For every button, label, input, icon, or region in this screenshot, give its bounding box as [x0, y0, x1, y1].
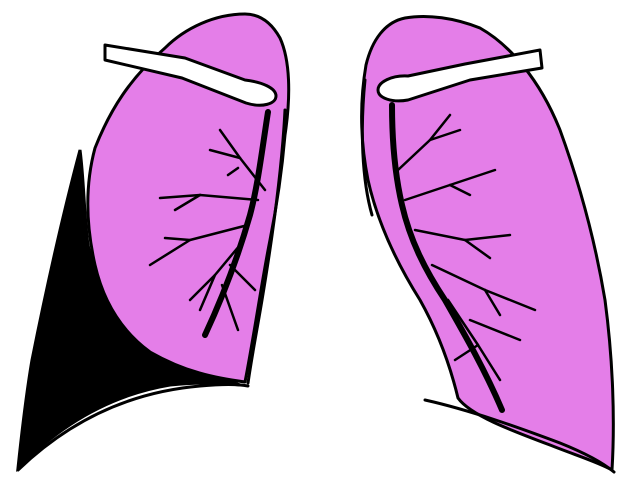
lung-illustration-canvas — [0, 0, 622, 499]
lungs-diagram — [0, 0, 622, 499]
